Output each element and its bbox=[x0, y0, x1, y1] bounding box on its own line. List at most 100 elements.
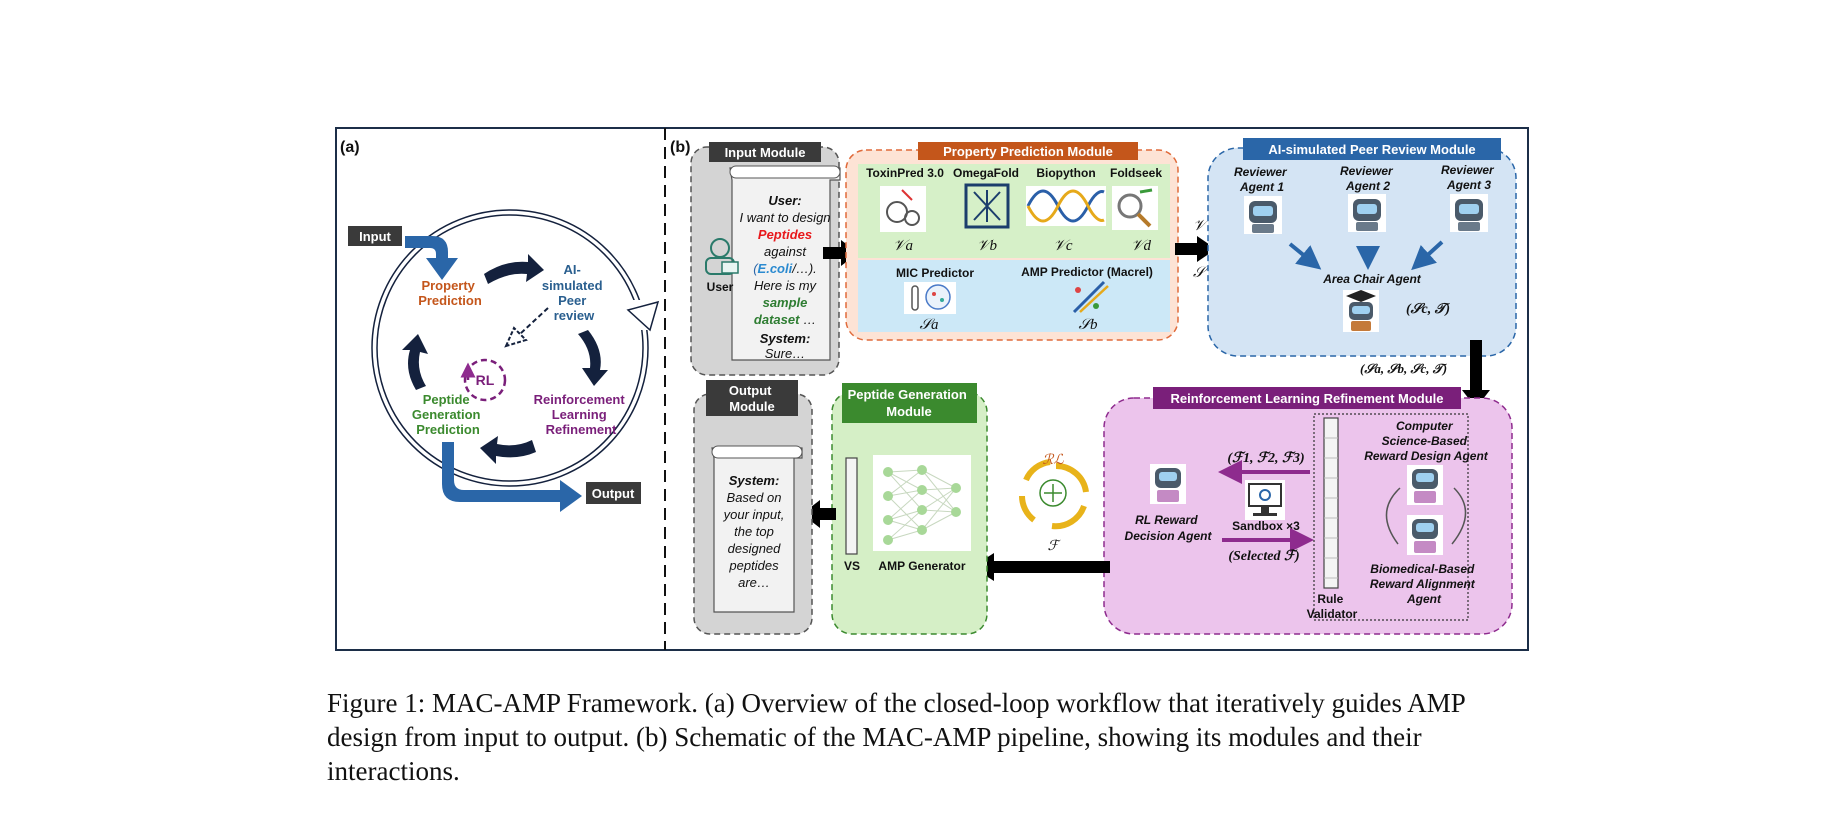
stage-peer-review: AI- simulated Peer review bbox=[542, 262, 606, 323]
rule-validator-label: Rule Validator bbox=[1307, 592, 1358, 621]
input-dialog: User: I want to design Peptides against … bbox=[739, 193, 830, 361]
cycle-ring-inner bbox=[376, 214, 644, 482]
input-module: Input Module User User: I want to design… bbox=[690, 142, 841, 376]
arrow-peer-to-rl bbox=[1462, 340, 1490, 408]
f123-label: (ℱ1, ℱ2, ℱ3) bbox=[1227, 451, 1304, 466]
selected-f-label: (Selected ℱ) bbox=[1228, 549, 1299, 564]
neural-network-icon bbox=[873, 455, 971, 551]
symbol-va: 𝒱a bbox=[893, 238, 913, 254]
tool-omegafold: OmegaFold bbox=[953, 166, 1019, 180]
output-module: Output Module System: Based on your inpu… bbox=[693, 380, 813, 635]
panel-a: (a) Input Output Property Prediction AI-… bbox=[340, 139, 660, 512]
vs-bar bbox=[845, 457, 858, 555]
f-symbol-label: ℱ bbox=[1047, 539, 1061, 554]
rule-validator-bar-ticks bbox=[1324, 437, 1338, 579]
cycle-arrow-left-curve bbox=[1385, 487, 1401, 545]
vs-label: VS bbox=[844, 559, 860, 573]
peer-review-module-title: AI-simulated Peer Review Module bbox=[1268, 142, 1475, 157]
mic-predictor-label: MIC Predictor bbox=[896, 266, 974, 280]
symbol-vd: 𝒱d bbox=[1131, 238, 1151, 254]
rule-validator-box bbox=[1313, 413, 1469, 621]
rl-module-title-bg bbox=[1153, 387, 1461, 409]
foldseek-icon bbox=[1112, 186, 1158, 230]
input-badge-label: Input bbox=[359, 229, 391, 244]
dashed-feedback-arrowhead bbox=[504, 326, 528, 348]
symbol-sa: 𝒮a bbox=[919, 317, 938, 333]
sandbox-label: Sandbox ×3 bbox=[1232, 519, 1300, 533]
cycle-arrow-left bbox=[402, 334, 428, 390]
peptide-generation-title: Peptide Generation Module bbox=[848, 387, 971, 419]
mic-predictor-icon bbox=[904, 282, 956, 314]
output-line-6: are… bbox=[738, 575, 770, 590]
rl-decision-robot-icon bbox=[1150, 464, 1186, 504]
reviewer-3-label: Reviewer Agent 3 bbox=[1441, 163, 1497, 192]
output-module-title-bg bbox=[706, 380, 798, 416]
peptide-generation-title-bg bbox=[842, 383, 977, 423]
area-chair-robot-icon bbox=[1343, 290, 1379, 332]
symbol-vc: 𝒱c bbox=[1053, 238, 1072, 254]
rl-symbol-label: ℛℒ bbox=[1042, 453, 1064, 468]
tool-biopython: Biopython bbox=[1036, 166, 1095, 180]
output-scroll-top-roll bbox=[711, 445, 803, 459]
peer-review-module: AI-simulated Peer Review Module Reviewer… bbox=[1207, 138, 1517, 357]
rl-f-cycle-icon bbox=[1019, 459, 1089, 530]
arrow-generation-to-output bbox=[802, 500, 836, 528]
rl-core-circle bbox=[463, 358, 507, 402]
dialog-sample: sample bbox=[763, 295, 808, 310]
output-arrow bbox=[442, 442, 582, 512]
panel-a-label: (a) bbox=[340, 139, 360, 156]
reviewer-1-arrow bbox=[1288, 242, 1322, 270]
amp-predictor-label: AMP Predictor (Macrel) bbox=[1021, 265, 1153, 279]
arrow-rl-to-generation bbox=[972, 553, 1110, 581]
peer-review-module-title-bg bbox=[1243, 138, 1501, 160]
cs-agent-robot-icon bbox=[1407, 465, 1443, 505]
cycle-arrow-top bbox=[484, 254, 544, 284]
arrow-property-to-peer bbox=[1175, 236, 1216, 262]
input-scroll-top-roll bbox=[729, 165, 841, 179]
rl-core-label: RL bbox=[476, 372, 495, 388]
output-line-5: peptides bbox=[728, 558, 779, 573]
cycle-arrow-right-curve bbox=[1451, 487, 1467, 545]
stage-peptide-generation: Peptide Generation Prediction bbox=[412, 392, 484, 437]
input-module-title-bg bbox=[709, 142, 821, 162]
tuple-label: (𝒮a, 𝒮b, 𝒮c, 𝒯) bbox=[1360, 361, 1448, 376]
ring-arrowhead bbox=[626, 300, 660, 332]
cs-agent-label: Computer Science-Based Reward Design Age… bbox=[1364, 419, 1489, 463]
toxinpred-icon bbox=[880, 186, 926, 232]
bio-agent-robot-icon bbox=[1407, 515, 1443, 555]
area-chair-label: Area Chair Agent bbox=[1322, 272, 1422, 286]
biopython-icon bbox=[1026, 186, 1106, 226]
output-line-4: designed bbox=[728, 541, 782, 556]
bio-agent-label: Biomedical-Based Reward Alignment Agent bbox=[1370, 562, 1478, 606]
reviewer-3-robot-icon bbox=[1450, 194, 1488, 232]
reviewer-2-label: Reviewer Agent 2 bbox=[1340, 164, 1396, 193]
panel-b-label: (b) bbox=[670, 139, 690, 156]
cycle-ring-outer bbox=[371, 209, 649, 487]
s-label: 𝒮 bbox=[1193, 265, 1209, 281]
property-module: Property Prediction Module ToxinPred 3.0… bbox=[845, 142, 1179, 341]
output-system-label: System: bbox=[729, 473, 780, 488]
reviewer-2-robot-icon bbox=[1348, 194, 1386, 232]
property-module-title: Property Prediction Module bbox=[943, 144, 1113, 159]
rl-module: Reinforcement Learning Refinement Module… bbox=[1103, 387, 1513, 635]
dialog-dataset-line: dataset … bbox=[754, 312, 816, 327]
output-badge-label: Output bbox=[592, 486, 635, 501]
amp-generator-label: AMP Generator bbox=[878, 559, 965, 573]
reviewer-1-label: Reviewer Agent 1 bbox=[1234, 165, 1290, 194]
sc-t-label: (𝒮c, 𝒯) bbox=[1406, 302, 1451, 317]
symbol-vb: 𝒱b bbox=[977, 238, 997, 254]
input-badge bbox=[348, 226, 402, 246]
tool-foldseek: Foldseek bbox=[1110, 166, 1162, 180]
dialog-ecoli-line: (E.coli/…). bbox=[753, 261, 817, 276]
property-module-title-bg bbox=[918, 142, 1138, 160]
dashed-feedback-arrow bbox=[519, 307, 549, 335]
reviewer-1-robot-icon bbox=[1244, 196, 1282, 234]
reviewer-3-arrow bbox=[1411, 240, 1444, 271]
input-arrow bbox=[405, 236, 458, 280]
amp-predictor-icon bbox=[1072, 280, 1109, 314]
dialog-system-label: System: bbox=[760, 331, 811, 346]
output-badge bbox=[586, 482, 641, 504]
dialog-sure: Sure… bbox=[765, 346, 805, 361]
output-line-1: Based on bbox=[727, 490, 782, 505]
